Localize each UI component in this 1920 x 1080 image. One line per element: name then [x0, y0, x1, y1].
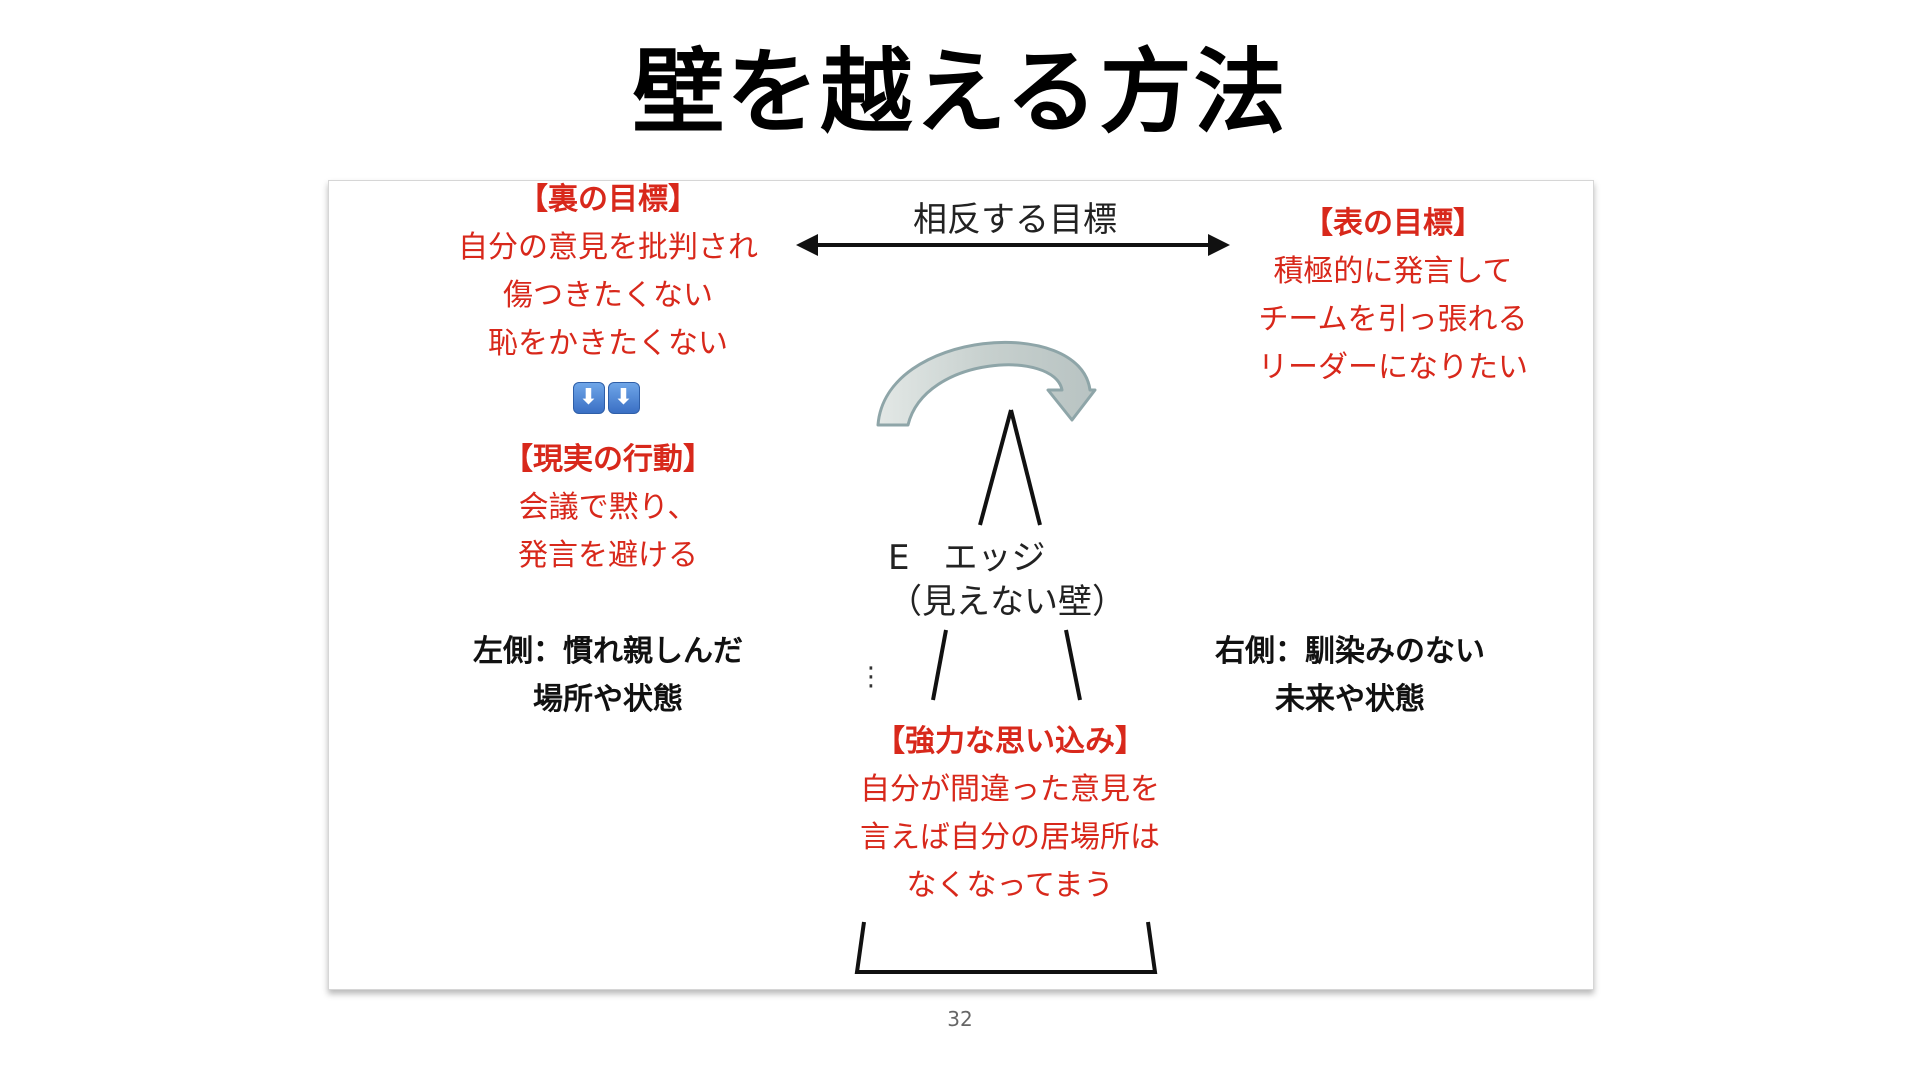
- down-arrow-button-icon: ⬇: [572, 382, 605, 414]
- curved-arrow-icon: [876, 341, 1097, 427]
- surface-goal-line: チームを引っ張れる: [1258, 302, 1528, 337]
- hidden-goal-line: 傷つきたくない: [503, 278, 713, 313]
- edge-wall-lines: [854, 409, 1158, 974]
- surface-goal-block: 【表の目標】 積極的に発言して チームを引っ張れる リーダーになりたい: [1228, 200, 1558, 392]
- edge-label-line1: E エッジ: [888, 538, 1046, 578]
- hidden-goal-line: 自分の意見を批判され: [458, 230, 758, 265]
- right-side-line: 未来や状態: [1275, 682, 1425, 717]
- surface-goal-line: 積極的に発言して: [1273, 254, 1513, 289]
- double-arrow-icon: [796, 234, 1230, 256]
- hidden-goal-heading: 【裏の目標】: [518, 182, 698, 217]
- left-side-block: 左側：慣れ親しんだ 場所や状態: [458, 628, 758, 724]
- right-side-line: 右側：馴染みのない: [1215, 634, 1485, 669]
- left-side-line: 場所や状態: [533, 682, 683, 717]
- strong-belief-heading: 【強力な思い込み】: [875, 724, 1145, 759]
- surface-goal-line: リーダーになりたい: [1258, 350, 1528, 385]
- opposing-goals-label: 相反する目標: [880, 198, 1150, 242]
- actual-action-line: 発言を避ける: [518, 538, 698, 573]
- right-side-block: 右側：馴染みのない 未来や状態: [1200, 628, 1500, 724]
- actual-action-heading: 【現実の行動】: [503, 442, 713, 477]
- fragment-mark-text: ⋮: [858, 662, 884, 692]
- fragment-mark: ⋮: [858, 662, 884, 692]
- strong-belief-line: 言えば自分の居場所は: [860, 820, 1160, 855]
- left-side-line: 左側：慣れ親しんだ: [473, 634, 743, 669]
- opposing-goals-text: 相反する目標: [913, 200, 1117, 240]
- strong-belief-block: 【強力な思い込み】 自分が間違った意見を 言えば自分の居場所は なくなってまう: [838, 718, 1182, 910]
- down-arrow-pair: ⬇ ⬇: [572, 382, 640, 414]
- edge-label-line2: （見えない壁）: [888, 582, 1126, 622]
- actual-action-line: 会議で黙り、: [518, 490, 698, 525]
- down-arrow-button-icon: ⬇: [607, 382, 640, 414]
- page-number: 32: [947, 1007, 973, 1031]
- strong-belief-line: 自分が間違った意見を: [860, 772, 1160, 807]
- edge-label: E エッジ （見えない壁）: [888, 536, 1158, 624]
- diagram-panel: [328, 180, 1594, 990]
- down-arrows: ⬇ ⬇: [570, 382, 642, 414]
- slide-title: 壁を越える方法: [632, 39, 1288, 146]
- hidden-goal-line: 恥をかきたくない: [488, 326, 728, 361]
- surface-goal-heading: 【表の目標】: [1303, 206, 1483, 241]
- actual-action-block: 【現実の行動】 会議で黙り、 発言を避ける: [448, 436, 768, 580]
- strong-belief-line: なくなってまう: [906, 868, 1114, 903]
- hidden-goal-block: 【裏の目標】 自分の意見を批判され 傷つきたくない 恥をかきたくない: [428, 176, 788, 368]
